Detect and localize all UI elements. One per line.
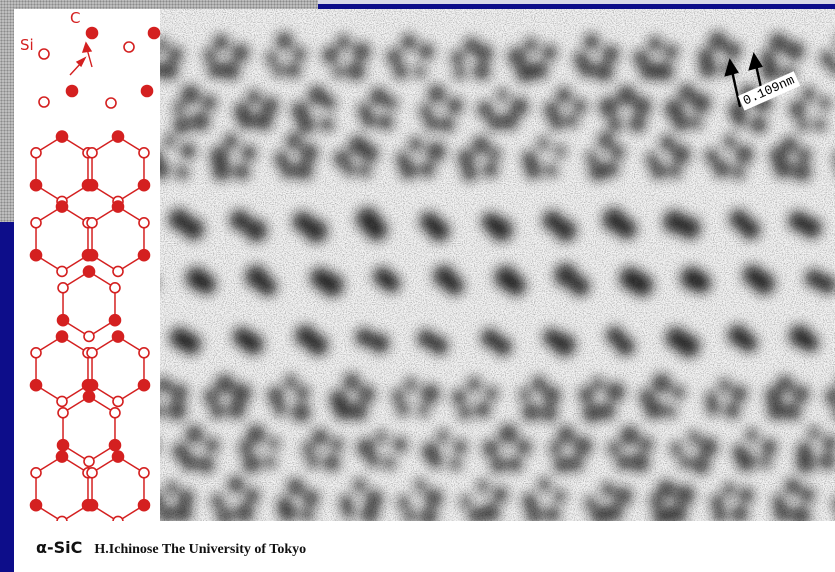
- carbon-atom: [82, 390, 96, 403]
- carbon-atom: [55, 330, 69, 343]
- carbon-atom: [55, 200, 69, 213]
- silicon-atom: [123, 41, 135, 53]
- carbon-atom: [56, 438, 70, 452]
- carbon-atom: [56, 313, 70, 327]
- carbon-atom: [108, 313, 122, 327]
- carbon-atom: [111, 200, 125, 213]
- carbon-atom: [111, 130, 125, 143]
- carbon-atom: [111, 450, 125, 463]
- silicon-atom: [38, 48, 50, 60]
- carbon-atom: [140, 84, 154, 98]
- silicon-atom: [56, 395, 68, 408]
- silicon-atom: [57, 281, 69, 294]
- silicon-atom: [30, 346, 42, 359]
- silicon-atom: [30, 147, 42, 159]
- carbon-atom: [137, 248, 151, 262]
- lattice-atoms: [29, 130, 151, 521]
- crystal-structure-schematic: [29, 26, 161, 521]
- silicon-atom: [56, 265, 68, 278]
- carbon-atom: [55, 450, 69, 463]
- figure-caption: α-SiC H.Ichinose The University of Tokyo: [36, 538, 306, 562]
- silicon-atom: [86, 147, 98, 159]
- carbon-atom: [85, 178, 99, 192]
- silicon-atom: [112, 515, 124, 521]
- c-label: C: [70, 9, 81, 27]
- carbon-atom: [82, 265, 96, 278]
- silicon-atom: [138, 466, 150, 479]
- carbon-atom: [29, 498, 43, 512]
- silicon-atom: [30, 217, 42, 229]
- hrtem-micrograph: [160, 9, 835, 521]
- carbon-atom: [85, 248, 99, 262]
- carbon-atom: [55, 130, 69, 143]
- silicon-atom: [86, 217, 98, 229]
- silicon-atom: [38, 96, 50, 108]
- silicon-atom: [83, 455, 95, 468]
- carbon-atom: [29, 248, 43, 262]
- silicon-atom: [112, 265, 124, 278]
- carbon-atom: [137, 178, 151, 192]
- carbon-atom: [29, 378, 43, 392]
- top-rule: [318, 0, 835, 4]
- silicon-atom: [109, 406, 121, 419]
- silicon-atom: [83, 330, 95, 343]
- silicon-atom: [138, 346, 150, 359]
- silicon-atom: [57, 406, 69, 419]
- legend-arrows: [69, 41, 93, 76]
- silicon-atom: [86, 466, 98, 479]
- carbon-atom: [137, 378, 151, 392]
- silicon-atom: [56, 515, 68, 521]
- carbon-atom: [85, 498, 99, 512]
- carbon-atom: [108, 438, 122, 452]
- carbon-atom: [111, 330, 125, 343]
- silicon-atom: [86, 346, 98, 359]
- legend-atoms: [38, 26, 161, 109]
- caption-formula: α-SiC: [36, 538, 83, 557]
- carbon-atom: [85, 26, 99, 40]
- carbon-atom: [137, 498, 151, 512]
- silicon-atom: [112, 395, 124, 408]
- silicon-atom: [109, 281, 121, 294]
- silicon-atom: [30, 466, 42, 479]
- carbon-atom: [65, 84, 79, 98]
- silicon-atom: [105, 97, 117, 109]
- carbon-atom: [147, 26, 161, 40]
- caption-credit: H.Ichinose The University of Tokyo: [94, 542, 307, 557]
- carbon-atom: [29, 178, 43, 192]
- si-label: Si: [20, 36, 34, 54]
- silicon-atom: [138, 147, 150, 159]
- silicon-atom: [138, 217, 150, 229]
- carbon-atom: [85, 378, 99, 392]
